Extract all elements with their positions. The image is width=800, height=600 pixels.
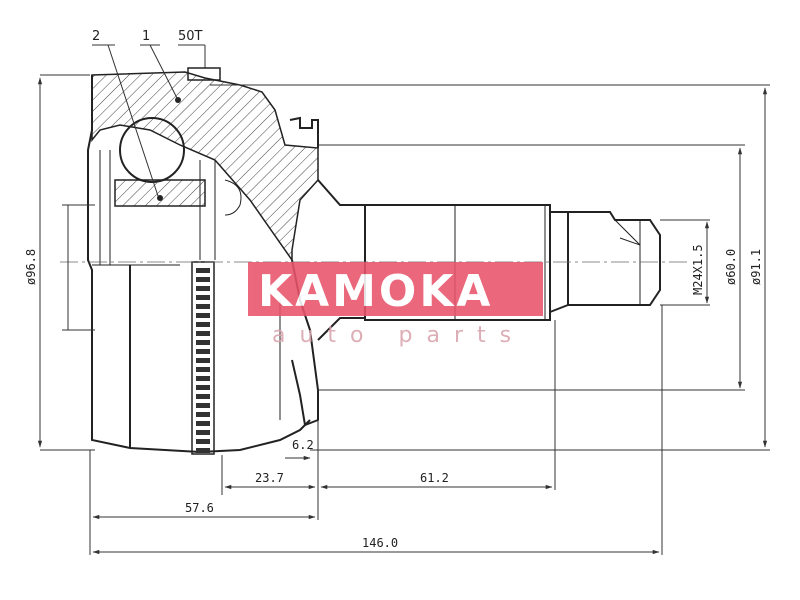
dim-text-60: ø60.0 bbox=[724, 249, 738, 285]
part-label-1: 1 bbox=[142, 29, 150, 44]
dim-text-m24: M24X1.5 bbox=[691, 244, 705, 295]
part-label-50T: 50T bbox=[178, 29, 203, 44]
inner-race-section bbox=[114, 179, 206, 207]
50T-marker-box bbox=[187, 67, 221, 81]
dim-text-96-8: ø96.8 bbox=[24, 249, 38, 285]
abs-tooth bbox=[196, 367, 210, 372]
abs-tooth bbox=[196, 448, 210, 453]
seal-top bbox=[289, 116, 319, 148]
thread-cutaway bbox=[614, 219, 641, 246]
abs-tooth bbox=[196, 313, 210, 318]
dim-text-57-6: 57.6 bbox=[185, 501, 214, 515]
dim-text-91-1: ø91.1 bbox=[749, 249, 763, 285]
abs-tooth bbox=[196, 403, 210, 408]
abs-tooth bbox=[196, 304, 210, 309]
abs-tooth bbox=[196, 430, 210, 435]
abs-tooth bbox=[196, 376, 210, 381]
abs-tooth bbox=[196, 439, 210, 444]
abs-tooth bbox=[196, 412, 210, 417]
part-label-2: 2 bbox=[92, 29, 100, 44]
dim-text-6-2: 6.2 bbox=[292, 438, 314, 452]
ball-cage bbox=[114, 97, 242, 216]
abs-tooth bbox=[196, 349, 210, 354]
dim-text-61-2: 61.2 bbox=[420, 471, 449, 485]
abs-tooth bbox=[196, 421, 210, 426]
shaft-step bbox=[549, 211, 569, 313]
abs-ring-teeth bbox=[196, 268, 210, 453]
abs-tooth bbox=[196, 295, 210, 300]
abs-tooth bbox=[196, 331, 210, 336]
abs-tooth bbox=[196, 286, 210, 291]
abs-tooth bbox=[196, 394, 210, 399]
dim-text-146: 146.0 bbox=[362, 536, 398, 550]
abs-tooth bbox=[196, 277, 210, 282]
watermark-brand-bg bbox=[248, 262, 543, 316]
abs-tooth bbox=[196, 385, 210, 390]
threaded-end bbox=[568, 211, 661, 306]
dim-text-23-7: 23.7 bbox=[255, 471, 284, 485]
stub-shaft bbox=[317, 179, 661, 341]
abs-tooth bbox=[196, 322, 210, 327]
watermark-tagline: auto parts bbox=[272, 323, 525, 348]
leader-lines bbox=[92, 44, 221, 197]
abs-tooth bbox=[196, 268, 210, 273]
leader-1 bbox=[149, 44, 179, 101]
housing-outline bbox=[87, 75, 311, 454]
abs-tooth bbox=[196, 358, 210, 363]
extension-lines bbox=[40, 74, 770, 555]
abs-ring bbox=[191, 261, 215, 455]
dimension-lines bbox=[37, 77, 768, 555]
leader-2 bbox=[107, 44, 159, 197]
watermark-brand-text: KAMOKA bbox=[258, 266, 494, 317]
abs-tooth bbox=[196, 340, 210, 345]
kamoka-watermark: KAMOKA auto parts bbox=[248, 262, 543, 348]
retaining-clip bbox=[224, 179, 242, 216]
